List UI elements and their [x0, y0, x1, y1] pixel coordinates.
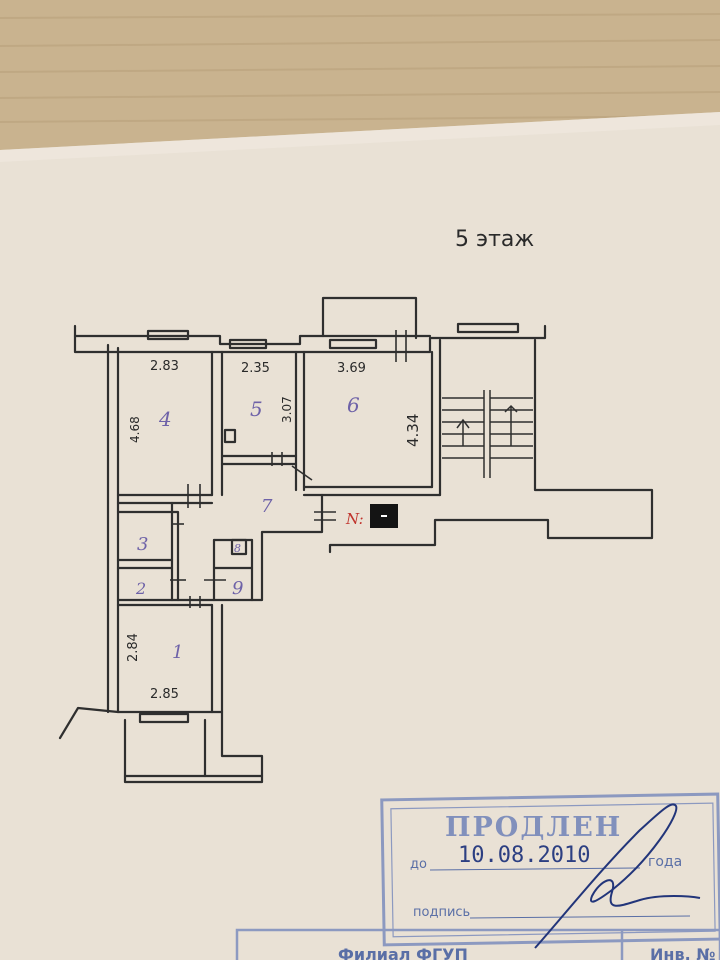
stamp-signature-label: подпись [413, 905, 470, 920]
room-number-5: 5 [250, 397, 263, 421]
extension-stamp: ПРОДЛЕН до 10.08.2010 года подпись Филиа… [235, 792, 720, 960]
floor-plan-walls [58, 296, 654, 784]
stamp-inventory-label: Инв. № [650, 945, 715, 960]
stamp-year-label: года [648, 854, 682, 870]
stamp-until-label: до [410, 857, 427, 872]
room-number-7: 7 [261, 496, 273, 517]
signature [534, 803, 701, 949]
apartment-mark: N: [345, 510, 364, 528]
room-1-length: 2.84 [126, 633, 141, 662]
room-5-length: 3.07 [280, 396, 294, 423]
room-number-9: 9 [232, 578, 243, 599]
paper-sheet [0, 112, 720, 960]
staircase [442, 390, 533, 478]
room-6-width: 3.69 [337, 361, 366, 376]
stamp-title: ПРОДЛЕН [445, 812, 622, 843]
room-number-4: 4 [158, 407, 172, 431]
room-5-width: 2.35 [241, 361, 270, 376]
room-number-1: 1 [172, 642, 183, 663]
room-1-width: 2.85 [150, 687, 179, 702]
room-4-length: 4.68 [128, 416, 142, 443]
stamp-branch-label: Филиал ФГУП [338, 945, 468, 960]
room-4-width: 2.83 [150, 359, 179, 374]
room-number-2: 2 [135, 579, 146, 598]
door-marks [170, 330, 407, 608]
floor-title: 5 этаж [455, 227, 534, 252]
stamp-date: 10.08.2010 [458, 843, 590, 868]
room-6-length: 4.34 [404, 414, 422, 447]
room-number-8: 8 [234, 542, 241, 555]
room-number-6: 6 [347, 393, 360, 417]
room-number-3: 3 [137, 534, 148, 555]
